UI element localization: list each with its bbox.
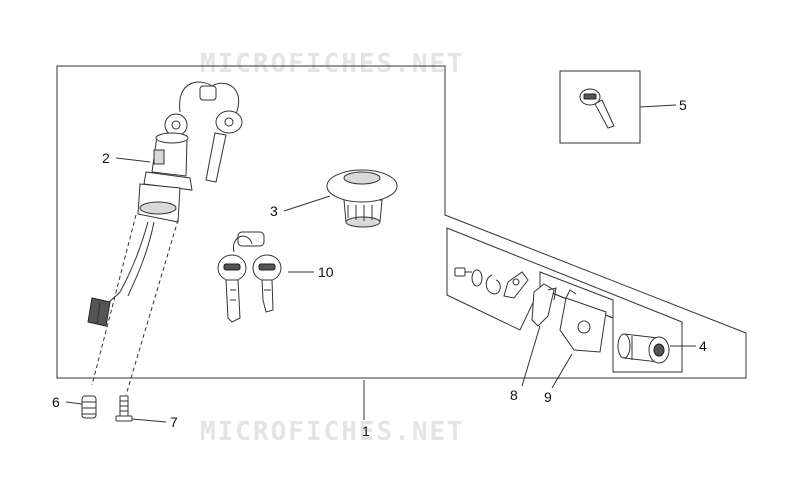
latch-hook-part bbox=[531, 283, 557, 327]
assembly-outline bbox=[56, 65, 747, 379]
watermark-top: MICROFICHES.NET bbox=[200, 49, 465, 79]
fuel-cap bbox=[326, 169, 398, 228]
leader-lines bbox=[65, 104, 696, 423]
callout-10: 10 bbox=[318, 264, 334, 280]
bush-part bbox=[81, 395, 97, 419]
lock-plate-part bbox=[559, 289, 607, 353]
callout-1: 1 bbox=[362, 423, 370, 439]
callout-5: 5 bbox=[679, 97, 687, 113]
screw-part bbox=[115, 395, 133, 422]
callout-7: 7 bbox=[170, 414, 178, 430]
callout-8: 8 bbox=[510, 387, 518, 403]
ignition-switch bbox=[87, 81, 243, 327]
callout-3: 3 bbox=[270, 203, 278, 219]
callout-9: 9 bbox=[544, 389, 552, 405]
key-blank bbox=[579, 88, 615, 129]
callout-4: 4 bbox=[699, 338, 707, 354]
seat-lock-hardware bbox=[454, 267, 529, 299]
screw-guide-right bbox=[125, 219, 179, 396]
callout-2: 2 bbox=[102, 150, 110, 166]
key-pair bbox=[217, 231, 282, 323]
callout-6: 6 bbox=[52, 394, 60, 410]
seat-lock-cylinder bbox=[617, 333, 670, 364]
seat-lock-subpanel bbox=[539, 271, 614, 319]
watermark-bottom: MICROFICHES.NET bbox=[200, 417, 465, 447]
screw-guide-left bbox=[91, 214, 137, 386]
